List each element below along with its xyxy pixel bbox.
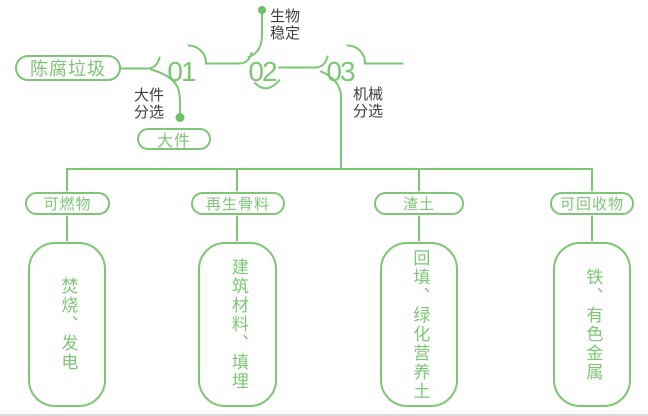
connector-source-to-01 xyxy=(120,56,161,70)
stage-03-number: 03 xyxy=(326,56,355,87)
biostab-dot xyxy=(258,6,266,14)
node-category-slag-soil: 渣土 xyxy=(374,192,464,215)
label-bulky-sorting: 大件分选 xyxy=(134,87,165,121)
box-combustibles-use: 焚烧、发电 xyxy=(28,242,106,407)
box-slag-soil-use: 回填、绿化营养土 xyxy=(380,242,458,407)
stage-02-number: 02 xyxy=(248,56,277,87)
connector-02-to-03 xyxy=(278,55,329,69)
bulky-dot xyxy=(175,113,185,122)
stage-01-number: 01 xyxy=(167,56,196,87)
box-recycled-aggregate-use: 建筑材料、填埋 xyxy=(198,242,277,407)
connector-03-down xyxy=(320,70,342,169)
label-bio-stabilization: 生物稳定 xyxy=(270,8,301,42)
node-source: 陈腐垃圾 xyxy=(15,55,121,81)
node-bulky-items: 大件 xyxy=(137,128,211,150)
node-category-combustibles: 可燃物 xyxy=(25,192,110,215)
bottom-divider xyxy=(0,414,648,416)
recyclables-use-text: 铁、有色金属 xyxy=(583,267,603,382)
box-recyclables-use: 铁、有色金属 xyxy=(553,242,631,407)
node-category-recycled-aggregate: 再生骨料 xyxy=(191,192,285,215)
connector-01-to-02 xyxy=(187,44,253,65)
arc-under-02 xyxy=(254,79,281,90)
pill-box-connectors xyxy=(66,215,593,242)
combustibles-use-text: 焚烧、发电 xyxy=(58,277,78,372)
label-mechanical-sorting: 机械分选 xyxy=(353,86,384,120)
distribution-bar xyxy=(66,168,593,192)
connector-03-tail xyxy=(346,44,404,65)
node-category-recyclables: 可回收物 xyxy=(550,192,634,215)
slag-soil-use-text: 回填、绿化营养土 xyxy=(410,248,430,401)
recycled-aggregate-use-text: 建筑材料、填埋 xyxy=(228,258,248,391)
connector-01-to-bulky xyxy=(150,68,181,114)
connector-biostab-stem xyxy=(247,13,263,58)
